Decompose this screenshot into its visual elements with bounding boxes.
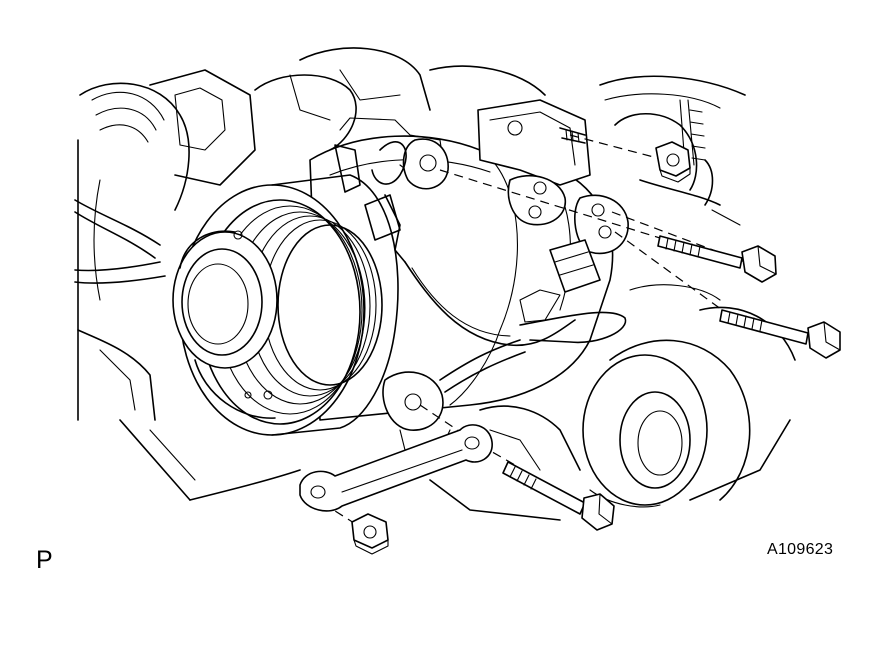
engine-background [74,47,796,521]
clutch-pulley [172,174,399,436]
bolt-upper [657,235,777,283]
bolt-lower [502,461,615,531]
nut-upper [655,141,691,183]
bolt-middle [719,309,841,359]
view-code-label: P [36,546,53,574]
stud-bolt [559,127,586,144]
bracket-plate [299,424,493,512]
compressor-body [309,99,629,453]
nut-lower [351,513,389,555]
figure-id-label: A109623 [767,541,834,558]
